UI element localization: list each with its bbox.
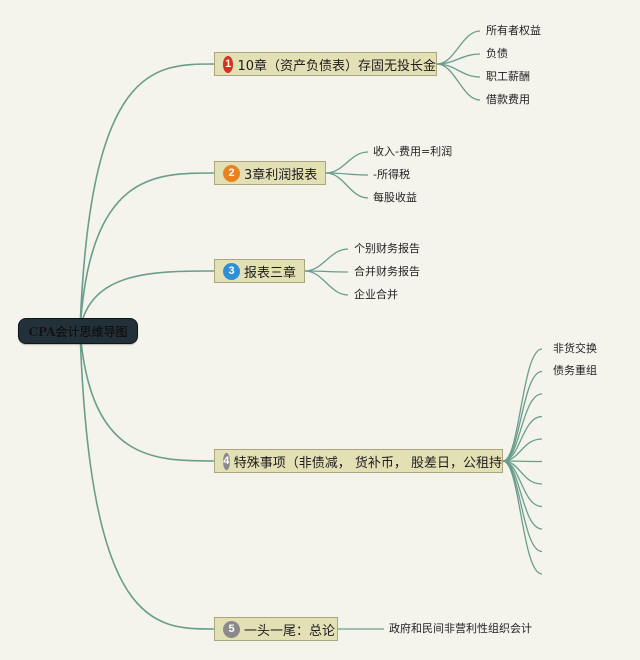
connector-curve (502, 370, 543, 462)
topic-label: 特殊事项（非债减， 货补币， 股差日，公租持 (233, 455, 502, 471)
connector-curve (502, 460, 543, 530)
topic-number-badge: 5 (223, 620, 240, 638)
leaf-node[interactable]: 非货交换 (553, 342, 597, 355)
leaf-node[interactable]: 职工薪酬 (486, 70, 530, 83)
connector-curve (325, 172, 369, 199)
connector-curve (502, 348, 543, 462)
topic-balance-sheet[interactable]: 1 10章（资产负债表）存固无投长金 (214, 52, 437, 76)
connector-curve (79, 329, 215, 630)
leaf-node[interactable]: 企业合并 (354, 288, 398, 301)
connector-curve (502, 393, 543, 462)
leaf-node[interactable]: 合并财务报告 (354, 265, 420, 278)
topic-number-badge: 3 (223, 262, 240, 280)
root-node[interactable]: CPA会计思维导图 (18, 318, 138, 344)
topic-number-badge: 2 (223, 164, 240, 182)
leaf-node[interactable]: 政府和民间非营利性组织会计 (389, 622, 532, 635)
topic-general-principles[interactable]: 5 一头一尾：总论 (214, 617, 338, 641)
topic-income-statement[interactable]: 2 3章利润报表 (214, 161, 326, 185)
connector-curve (325, 151, 369, 174)
topic-label: 一头一尾：总论 (244, 623, 336, 639)
topic-number-badge: 1 (223, 55, 234, 73)
connector-curve (304, 248, 349, 272)
connector-curve (79, 172, 215, 331)
leaf-node[interactable]: 借款费用 (486, 93, 530, 106)
connector-curve (304, 270, 349, 296)
connector-curve (79, 329, 215, 462)
topic-label: 3章利润报表 (244, 167, 318, 183)
connector-curve (436, 63, 481, 101)
leaf-node[interactable]: 收入-费用=利润 (373, 145, 453, 158)
topic-special-matters[interactable]: 4 特殊事项（非债减， 货补币， 股差日，公租持 (214, 449, 503, 473)
topic-three-statements[interactable]: 3 报表三章 (214, 259, 305, 283)
topic-number-badge: 4 (223, 452, 230, 470)
leaf-node[interactable]: 每股收益 (373, 191, 417, 204)
connector-curve (79, 63, 215, 331)
topic-label: 10章（资产负债表）存固无投长金 (237, 58, 436, 74)
leaf-node[interactable]: 债务重组 (553, 364, 597, 377)
leaf-node[interactable]: -所得税 (373, 168, 410, 181)
leaf-node[interactable]: 负债 (486, 47, 508, 60)
connector-curve (79, 270, 215, 331)
topic-label: 报表三章 (244, 265, 297, 281)
leaf-node[interactable]: 所有者权益 (486, 24, 541, 37)
root-label: CPA会计思维导图 (28, 324, 128, 339)
leaf-node[interactable]: 个别财务报告 (354, 242, 420, 255)
connector-curve (502, 460, 543, 575)
